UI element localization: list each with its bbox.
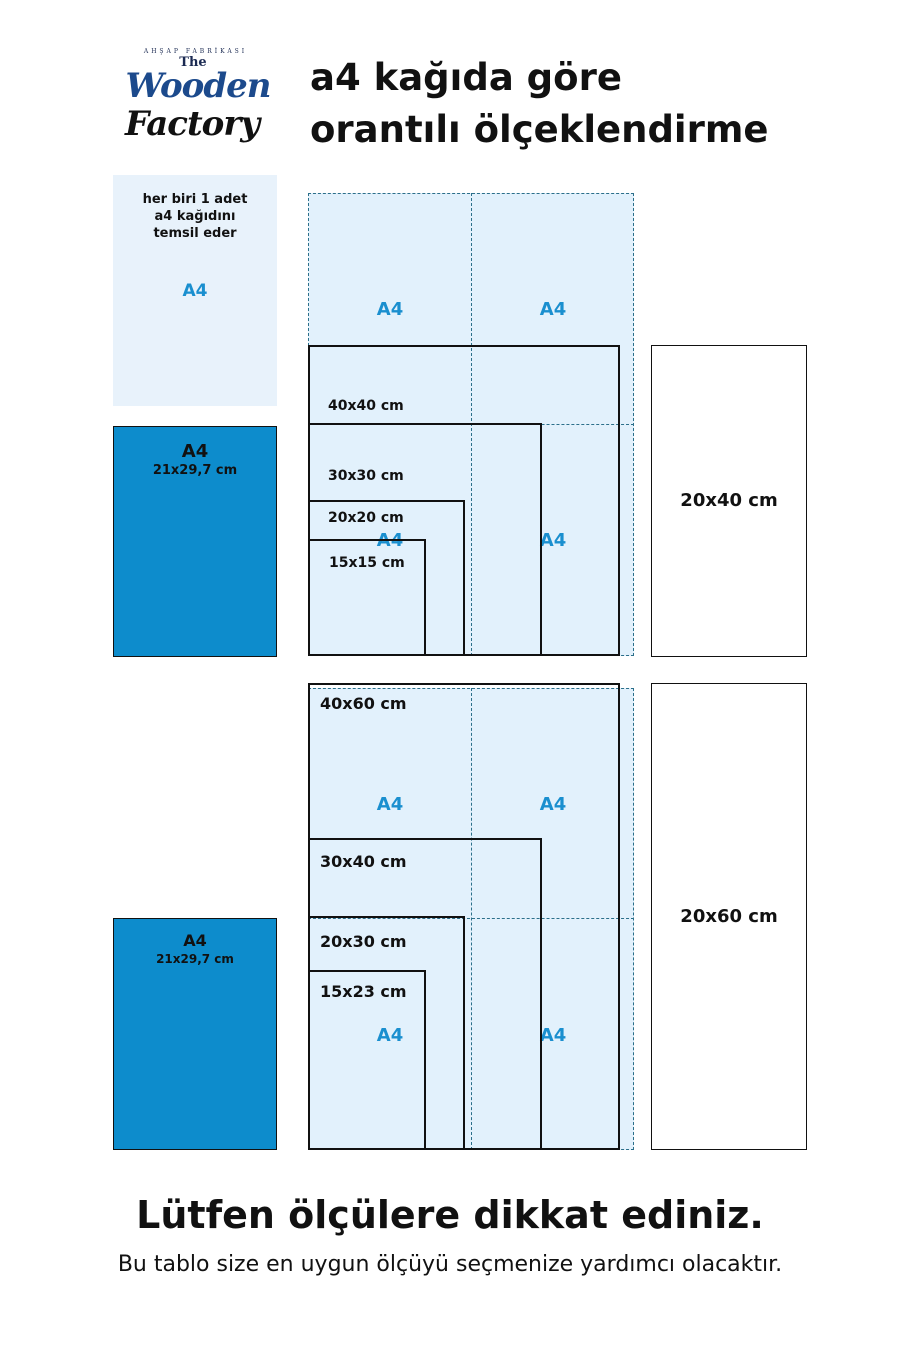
- a4-reference-size: 21x29,7 cm: [156, 952, 234, 966]
- size-label-20x20: 20x20 cm: [328, 510, 404, 526]
- size-label-15x15: 15x15 cm: [329, 555, 405, 571]
- logo-the: The: [179, 55, 207, 70]
- frame-15x23: [308, 970, 426, 1150]
- size-label-20x40: 20x40 cm: [680, 490, 778, 511]
- page-title: a4 kağıda göre orantılı ölçeklendirme: [310, 52, 870, 156]
- grid-a4-label: A4: [539, 299, 567, 320]
- logo-wooden: Wooden: [125, 66, 272, 106]
- logo-factory: Factory: [124, 104, 260, 144]
- footer-subtext: Bu tablo size en uygun ölçüyü seçmenize …: [117, 1252, 783, 1277]
- a4-grid-divider: [471, 688, 472, 1150]
- size-label-30x30: 30x30 cm: [328, 468, 404, 484]
- brand-logo: AHŞAP FABRİKASI The Wooden Factory: [108, 40, 283, 160]
- legend-description: her biri 1 adet a4 kağıdını temsil eder: [113, 191, 277, 242]
- grid-a4-label: A4: [376, 794, 404, 815]
- grid-a4-label: A4: [539, 1025, 567, 1046]
- title-line-2: orantılı ölçeklendirme: [310, 108, 769, 151]
- logo-tagline: AHŞAP FABRİKASI: [143, 48, 248, 55]
- size-label-20x30: 20x30 cm: [320, 932, 407, 951]
- a4-reference-label: A4: [181, 441, 209, 462]
- frame-15x15: [308, 539, 426, 656]
- a4-reference-size: 21x29,7 cm: [152, 463, 238, 478]
- a4-reference-label: A4: [183, 931, 207, 950]
- grid-a4-label: A4: [539, 794, 567, 815]
- grid-a4-label: A4: [376, 299, 404, 320]
- size-label-40x60: 40x60 cm: [320, 694, 407, 713]
- grid-a4-label: A4: [539, 530, 567, 551]
- footer-headline: Lütfen ölçülere dikkat ediniz.: [136, 1193, 764, 1237]
- legend-a4-sheet: her biri 1 adet a4 kağıdını temsil eder …: [113, 175, 277, 406]
- size-label-40x40: 40x40 cm: [328, 398, 404, 414]
- frame-20x40: 20x40 cm: [651, 345, 807, 657]
- legend-a4-label: A4: [182, 281, 208, 301]
- legend-line: her biri 1 adet: [142, 192, 248, 207]
- a4-reference-sheet: A4 21x29,7 cm: [113, 918, 277, 1150]
- title-line-1: a4 kağıda göre: [310, 56, 622, 99]
- legend-line: a4 kağıdını: [154, 209, 236, 224]
- size-label-30x40: 30x40 cm: [320, 852, 407, 871]
- a4-grid-divider: [308, 918, 634, 919]
- size-label-15x23: 15x23 cm: [320, 982, 407, 1001]
- grid-a4-label: A4: [376, 1025, 404, 1046]
- frame-20x60: 20x60 cm: [651, 683, 807, 1150]
- legend-line: temsil eder: [153, 226, 237, 241]
- size-label-20x60: 20x60 cm: [680, 906, 778, 927]
- a4-reference-sheet: A4 21x29,7 cm: [113, 426, 277, 657]
